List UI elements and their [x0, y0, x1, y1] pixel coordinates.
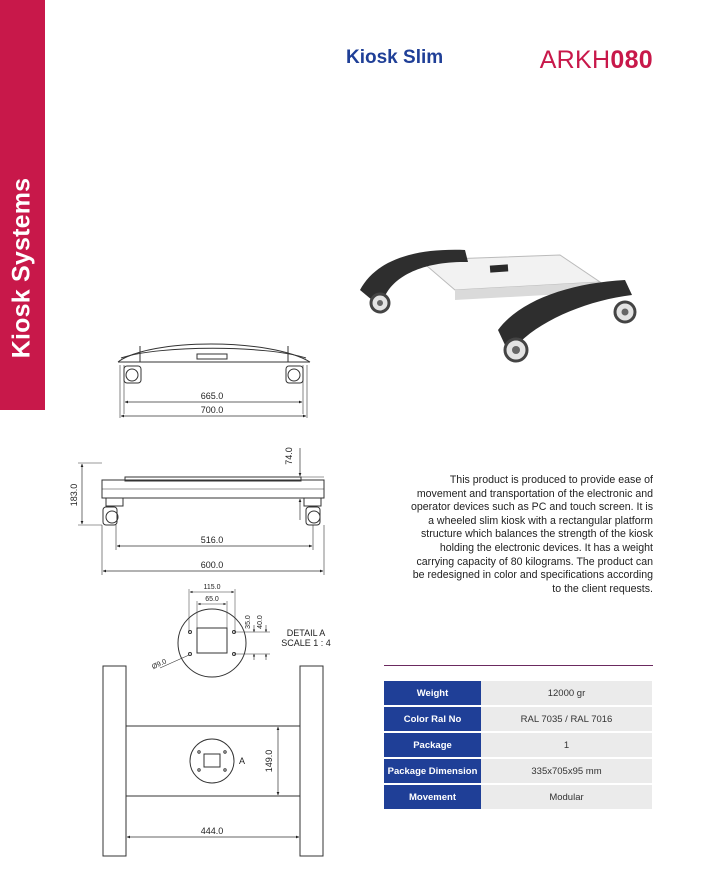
- spec-value: 12000 gr: [481, 681, 652, 705]
- dim-side-inner: 516.0: [201, 535, 224, 545]
- spec-label: Movement: [384, 785, 481, 809]
- section-divider: [384, 665, 653, 666]
- dim-side-top: 74.0: [284, 447, 294, 465]
- dim-side-height: 183.0: [69, 484, 79, 507]
- spec-value: Modular: [481, 785, 652, 809]
- dim-top-height: 149.0: [264, 750, 274, 773]
- dim-detail-inner: 65.0: [205, 596, 219, 603]
- dim-detail-hole: Ø9.0: [151, 658, 168, 671]
- spec-label: Package: [384, 733, 481, 757]
- spec-row: Weight 12000 gr: [384, 681, 652, 705]
- dim-front-inner: 665.0: [201, 391, 224, 401]
- detail-marker: A: [239, 756, 245, 766]
- product-description: This product is produced to provide ease…: [410, 474, 653, 595]
- spec-label: Weight: [384, 681, 481, 705]
- dim-top-width: 444.0: [201, 826, 224, 836]
- product-code-prefix: ARKH: [539, 46, 611, 74]
- spec-table: Weight 12000 gr Color Ral No RAL 7035 / …: [384, 679, 652, 811]
- product-code: ARKH080: [540, 46, 653, 75]
- dim-detail-v1: 35.0: [245, 615, 252, 629]
- spec-row: Movement Modular: [384, 785, 652, 809]
- dim-detail-outer: 115.0: [204, 584, 221, 591]
- product-render: [360, 249, 637, 363]
- side-view: [78, 448, 325, 575]
- category-sidebar: Kiosk Systems: [0, 0, 45, 410]
- dim-side-outer: 600.0: [201, 560, 224, 570]
- product-code-number: 080: [610, 46, 653, 74]
- detail-a-view: [159, 589, 270, 678]
- spec-row: Package 1: [384, 733, 652, 757]
- spec-value: 335x705x95 mm: [481, 759, 652, 783]
- spec-label: Color Ral No: [384, 707, 481, 731]
- dim-detail-v2: 40.0: [257, 615, 264, 629]
- top-view: [102, 665, 324, 857]
- spec-row: Color Ral No RAL 7035 / RAL 7016: [384, 707, 652, 731]
- spec-label: Package Dimension: [384, 759, 481, 783]
- front-view: [117, 343, 311, 418]
- spec-row: Package Dimension 335x705x95 mm: [384, 759, 652, 783]
- detail-scale: SCALE 1 : 4: [281, 638, 331, 648]
- spec-value: 1: [481, 733, 652, 757]
- spec-value: RAL 7035 / RAL 7016: [481, 707, 652, 731]
- product-title: Kiosk Slim: [346, 47, 444, 68]
- detail-title: DETAIL A: [287, 628, 326, 638]
- dim-front-outer: 700.0: [201, 405, 224, 415]
